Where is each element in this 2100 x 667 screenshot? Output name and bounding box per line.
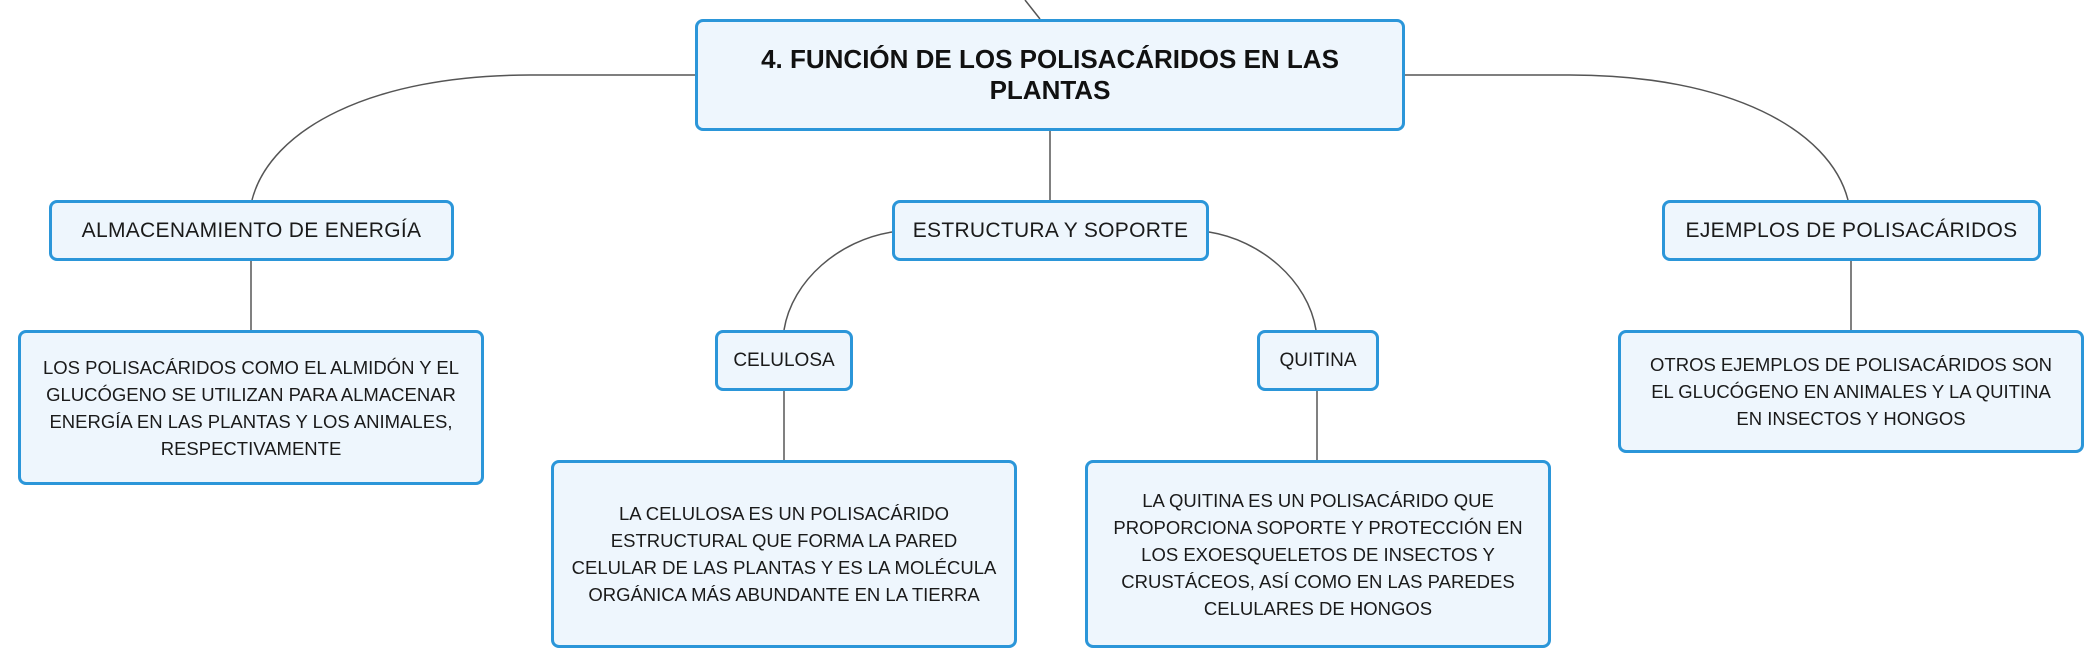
cellulose-description: LA CELULOSA ES UN POLISACÁRIDO ESTRUCTUR… [571, 503, 997, 605]
chitin-description: LA QUITINA ES UN POLISACÁRIDO QUE PROPOR… [1113, 489, 1523, 619]
structure-support-node[interactable]: ESTRUCTURA Y SOPORTE [892, 200, 1209, 261]
root-node[interactable]: 4. FUNCIÓN DE LOS POLISACÁRIDOS EN LAS P… [695, 19, 1405, 131]
polysaccharide-examples-description-node[interactable]: OTROS EJEMPLOS DE POLISACÁRIDOS SON EL G… [1618, 330, 2084, 453]
connector-root-examples [1405, 74, 1849, 201]
polysaccharide-examples-node[interactable]: EJEMPLOS DE POLISACÁRIDOS [1662, 200, 2041, 261]
polysaccharide-examples-description: OTROS EJEMPLOS DE POLISACÁRIDOS SON EL G… [1650, 354, 2052, 429]
cellulose-description-node[interactable]: LA CELULOSA ES UN POLISACÁRIDO ESTRUCTUR… [551, 460, 1017, 648]
cellulose-label: CELULOSA [733, 349, 835, 371]
cellulose-node[interactable]: CELULOSA [715, 330, 853, 391]
chitin-label: QUITINA [1279, 349, 1357, 371]
connector-structure-cellulose [783, 231, 893, 331]
structure-support-label: ESTRUCTURA Y SOPORTE [912, 218, 1189, 242]
connector-parent-root [1024, 0, 1041, 20]
energy-storage-description: LOS POLISACÁRIDOS COMO EL ALMIDÓN Y EL G… [42, 356, 460, 459]
polysaccharide-examples-label: EJEMPLOS DE POLISACÁRIDOS [1685, 218, 2018, 242]
energy-storage-node[interactable]: ALMACENAMIENTO DE ENERGÍA [49, 200, 454, 261]
root-title: 4. FUNCIÓN DE LOS POLISACÁRIDOS EN LAS P… [761, 44, 1339, 105]
energy-storage-description-node[interactable]: LOS POLISACÁRIDOS COMO EL ALMIDÓN Y EL G… [18, 330, 484, 485]
chitin-description-node[interactable]: LA QUITINA ES UN POLISACÁRIDO QUE PROPOR… [1085, 460, 1551, 648]
energy-storage-label: ALMACENAMIENTO DE ENERGÍA [81, 218, 422, 242]
connector-root-energy [251, 74, 695, 201]
chitin-node[interactable]: QUITINA [1257, 330, 1379, 391]
connector-structure-chitin [1208, 231, 1317, 331]
